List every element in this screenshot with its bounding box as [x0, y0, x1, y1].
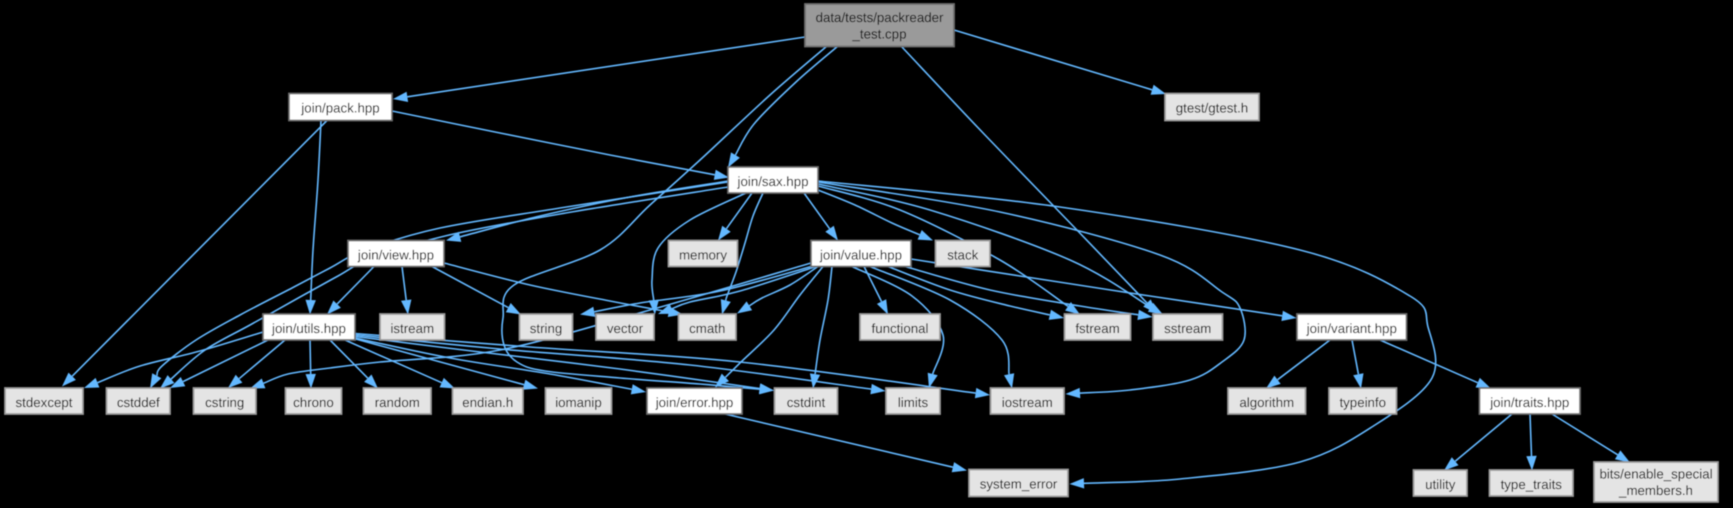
- svg-text:join/pack.hpp: join/pack.hpp: [300, 100, 379, 115]
- svg-text:type_traits: type_traits: [1501, 477, 1563, 492]
- svg-text:join/utils.hpp: join/utils.hpp: [271, 321, 346, 336]
- svg-text:join/error.hpp: join/error.hpp: [655, 395, 734, 410]
- svg-text:_members.h: _members.h: [1618, 483, 1693, 498]
- svg-text:data/tests/packreader: data/tests/packreader: [816, 10, 944, 25]
- svg-text:cstddef: cstddef: [117, 395, 160, 410]
- svg-text:utility: utility: [1425, 477, 1456, 492]
- svg-text:string: string: [530, 321, 563, 336]
- svg-text:join/sax.hpp: join/sax.hpp: [737, 174, 809, 189]
- svg-text:sstream: sstream: [1164, 321, 1211, 336]
- svg-text:gtest/gtest.h: gtest/gtest.h: [1176, 100, 1248, 115]
- svg-text:chrono: chrono: [293, 395, 334, 410]
- svg-text:join/variant.hpp: join/variant.hpp: [1306, 321, 1397, 336]
- svg-text:algorithm: algorithm: [1239, 395, 1294, 410]
- svg-text:iomanip: iomanip: [555, 395, 602, 410]
- svg-text:typeinfo: typeinfo: [1339, 395, 1386, 410]
- svg-text:memory: memory: [679, 247, 727, 262]
- svg-text:iostream: iostream: [1002, 395, 1053, 410]
- svg-text:endian.h: endian.h: [462, 395, 513, 410]
- svg-text:limits: limits: [898, 395, 929, 410]
- svg-text:stdexcept: stdexcept: [16, 395, 73, 410]
- svg-text:vector: vector: [607, 321, 644, 336]
- svg-text:cstdint: cstdint: [787, 395, 826, 410]
- svg-text:cmath: cmath: [689, 321, 725, 336]
- svg-text:join/traits.hpp: join/traits.hpp: [1489, 395, 1569, 410]
- svg-text:join/view.hpp: join/view.hpp: [357, 247, 434, 262]
- svg-text:system_error: system_error: [980, 476, 1058, 491]
- svg-text:functional: functional: [872, 321, 929, 336]
- svg-text:istream: istream: [390, 321, 434, 336]
- svg-text:_test.cpp: _test.cpp: [852, 26, 907, 41]
- svg-text:stack: stack: [947, 247, 978, 262]
- svg-text:fstream: fstream: [1075, 321, 1119, 336]
- svg-text:join/value.hpp: join/value.hpp: [819, 247, 902, 262]
- svg-text:random: random: [375, 395, 420, 410]
- svg-text:bits/enable_special: bits/enable_special: [1599, 467, 1712, 482]
- svg-text:cstring: cstring: [205, 395, 244, 410]
